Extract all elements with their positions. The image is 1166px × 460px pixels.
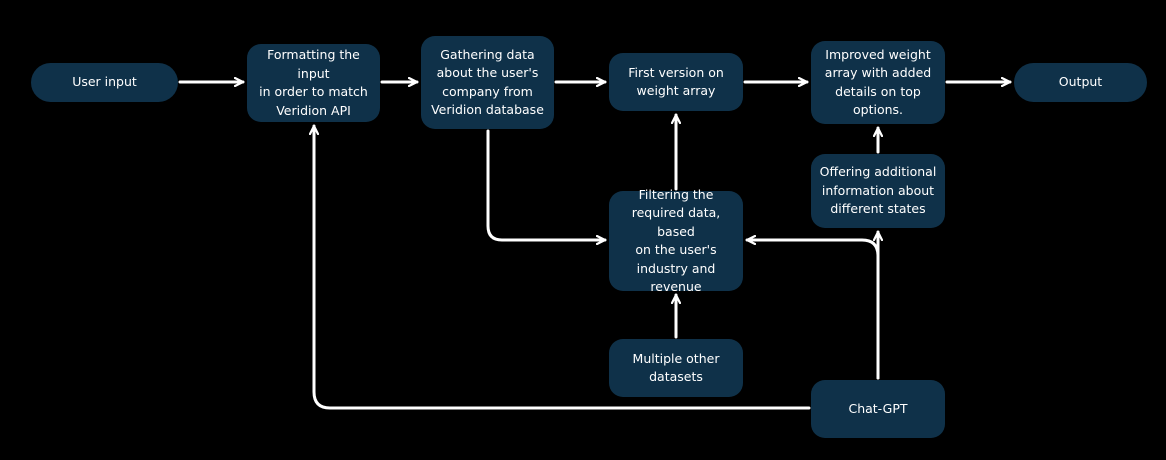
node-first-version-weight-array: First version on weight array — [609, 53, 743, 111]
node-filtering-data: Filtering the required data, based on th… — [609, 187, 743, 294]
node-offering-additional-info: Offering additional information about di… — [811, 154, 945, 228]
node-improved-weight-array: Improved weight array with added details… — [811, 41, 945, 124]
node-gathering-data: Gathering data about the user's company … — [421, 36, 554, 129]
node-multiple-datasets: Multiple other datasets — [609, 339, 743, 397]
arrow-gathering-to-filtering — [486, 129, 607, 240]
arrow-chatgpt-to-filtering — [745, 240, 880, 380]
node-user-input: User input — [31, 63, 178, 102]
node-formatting-input: Formatting the input in order to match V… — [247, 44, 380, 122]
node-chat-gpt: Chat-GPT — [811, 380, 945, 438]
node-output: Output — [1014, 63, 1147, 102]
arrow-chatgpt-to-formatting — [314, 124, 811, 410]
